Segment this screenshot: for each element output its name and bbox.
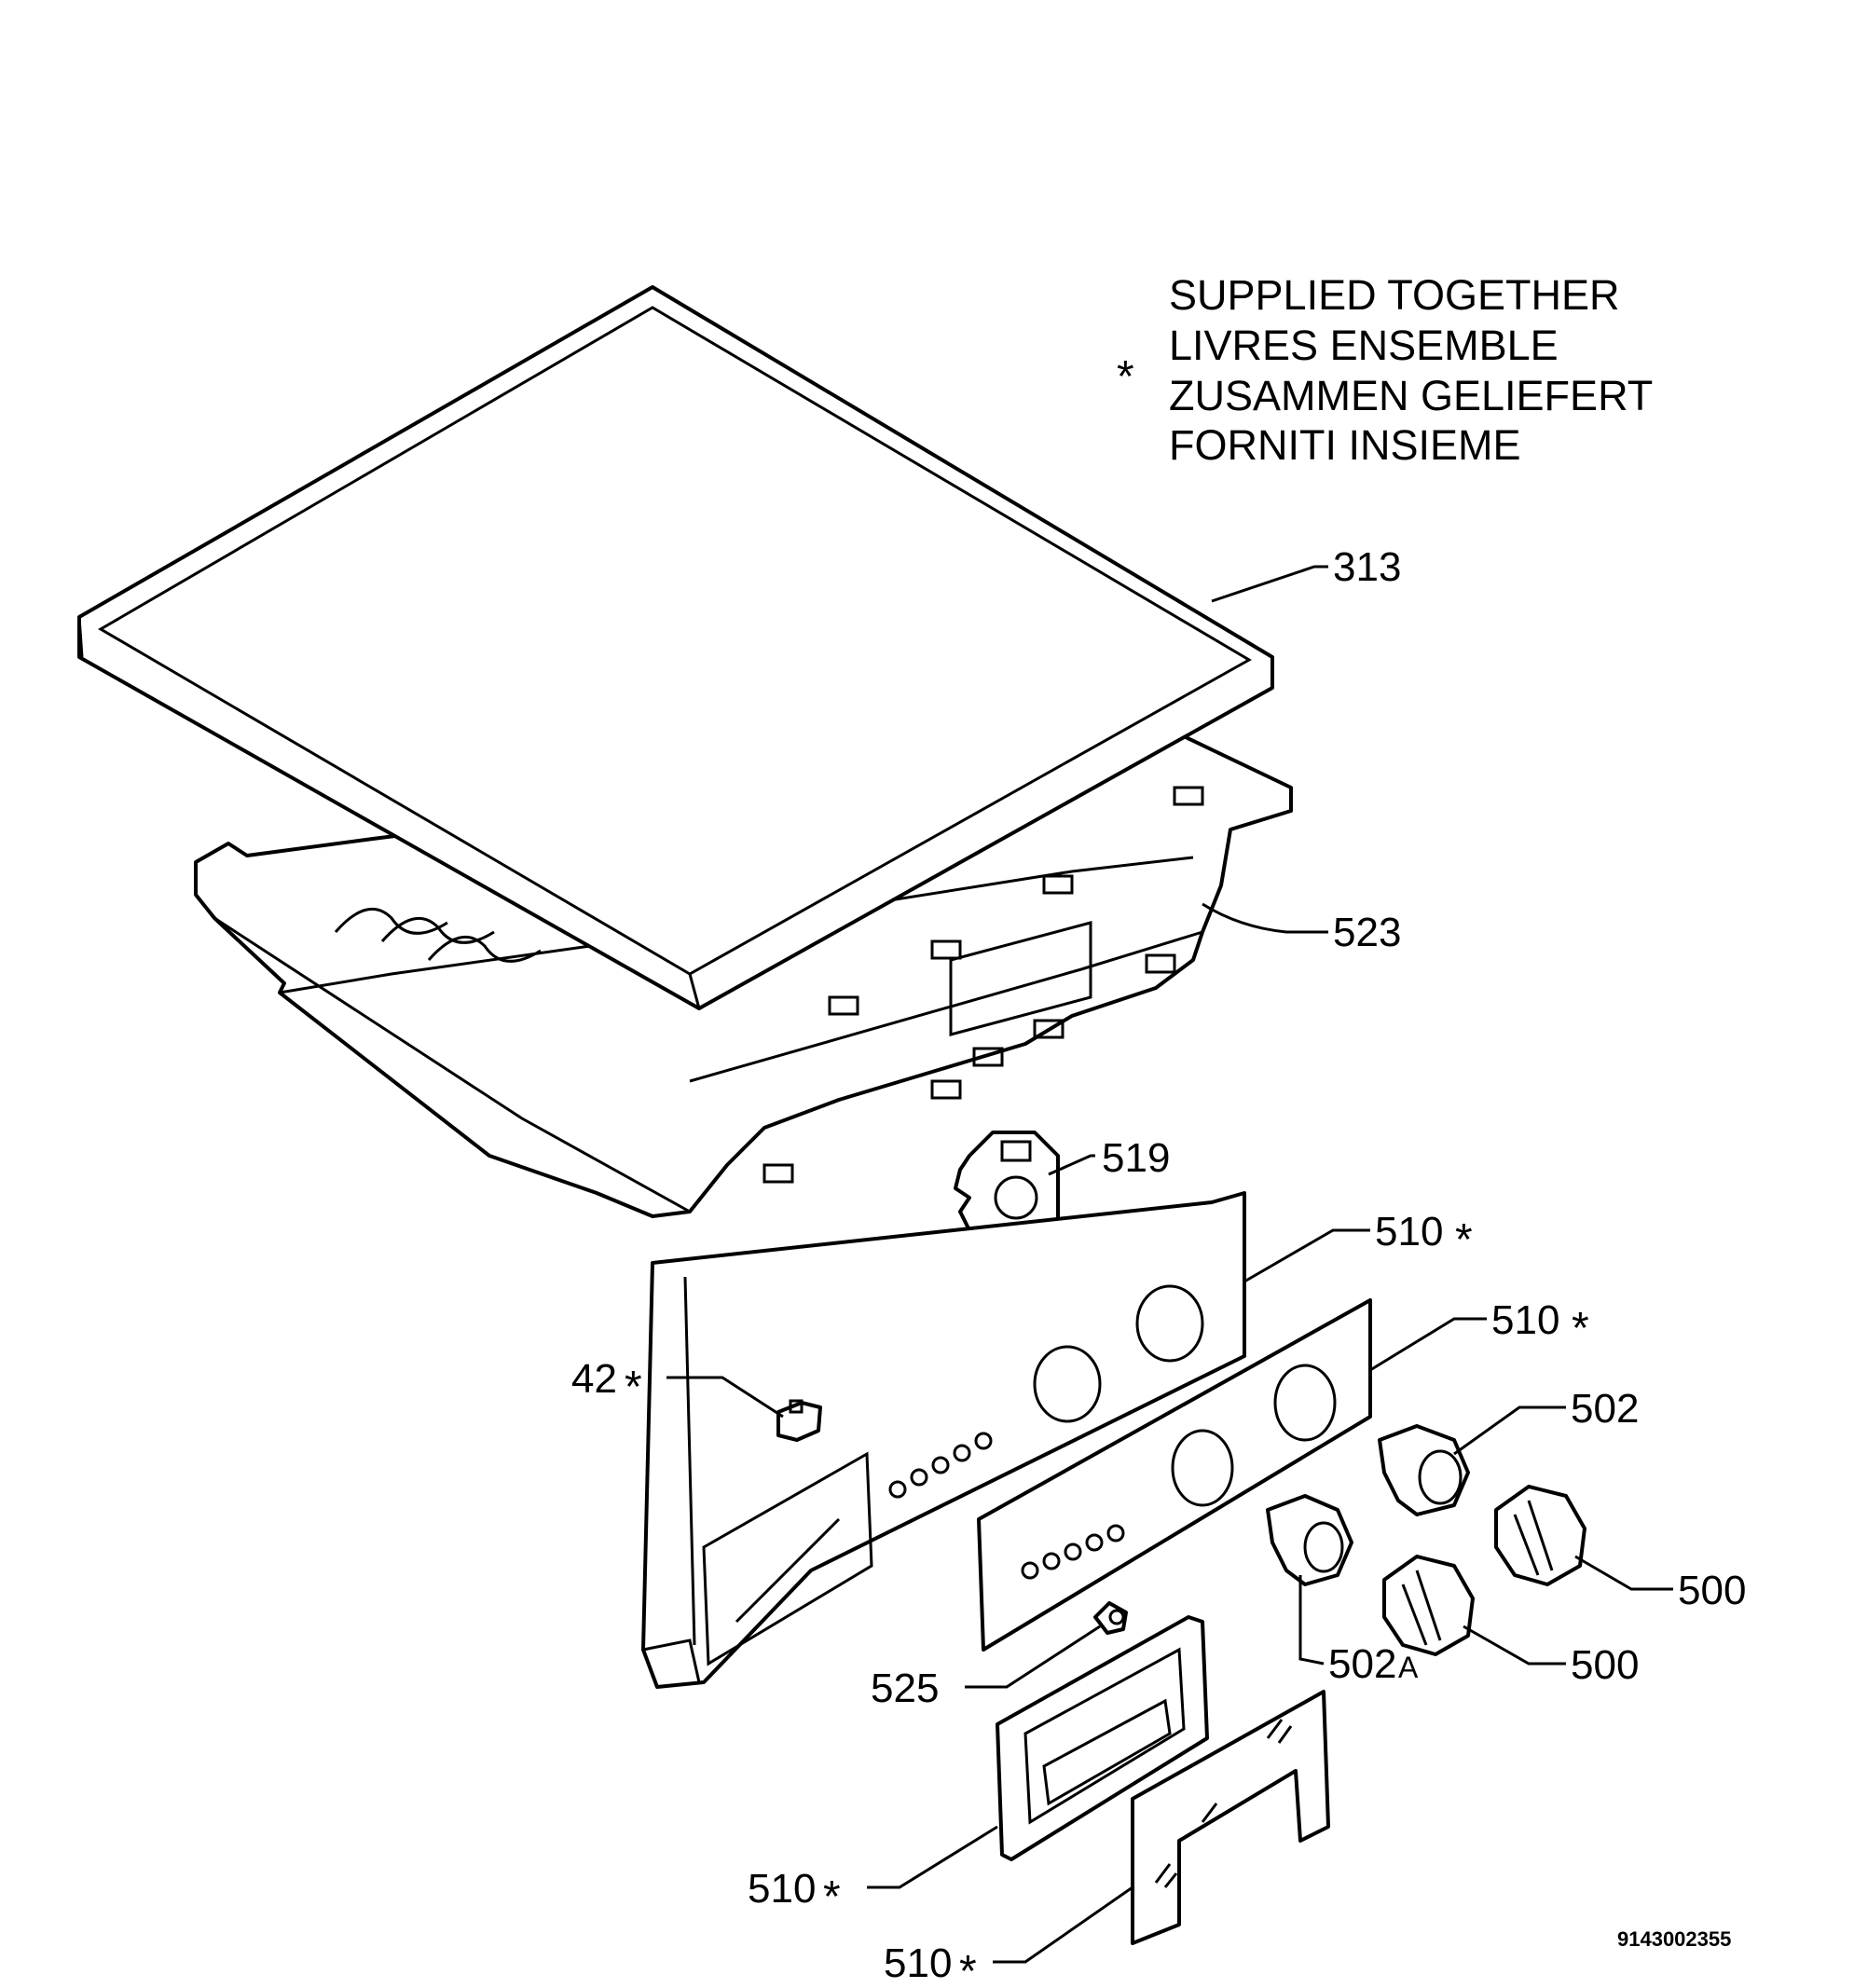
legend: * SUPPLIED TOGETHER LIVRES ENSEMBLE ZUSA… <box>1117 271 1653 469</box>
leader-523 <box>1202 902 1328 934</box>
leader-510-window <box>993 1885 1133 1964</box>
leader-502 <box>1453 1405 1566 1456</box>
panel-part-510-frame <box>996 1615 1209 1861</box>
asterisk-510-frame: * <box>823 1872 841 1922</box>
label-510-decal: 510 <box>1491 1297 1559 1343</box>
label-519: 519 <box>1102 1135 1170 1181</box>
label-42: 42 <box>571 1356 617 1402</box>
asterisk-510-main: * <box>1455 1215 1473 1265</box>
document-id: 9143002355 <box>1617 1927 1731 1951</box>
label-500-lower: 500 <box>1571 1642 1639 1688</box>
label-510-window: 510 <box>884 1940 952 1986</box>
leader-500-lower <box>1463 1625 1566 1666</box>
label-502a: 502 <box>1328 1641 1396 1687</box>
label-502a-suffix: A <box>1398 1651 1419 1684</box>
label-525: 525 <box>871 1666 939 1711</box>
legend-line-3: ZUSAMMEN GELIEFERT <box>1169 372 1653 419</box>
leader-510-main <box>1243 1228 1370 1283</box>
leader-510-decal <box>1369 1317 1487 1372</box>
leader-42 <box>666 1376 784 1419</box>
label-502: 502 <box>1571 1386 1639 1432</box>
legend-line-1: SUPPLIED TOGETHER <box>1169 271 1619 319</box>
legend-line-4: FORNITI INSIEME <box>1169 421 1521 469</box>
lid-part-313 <box>77 285 1274 1010</box>
label-523: 523 <box>1333 910 1401 955</box>
panel-part-510-window <box>1131 1690 1330 1945</box>
leader-500-upper <box>1574 1555 1673 1591</box>
leader-525 <box>965 1625 1101 1689</box>
leader-502a <box>1298 1575 1325 1666</box>
adaptor-part-502 <box>1378 1424 1470 1516</box>
label-510-frame: 510 <box>748 1866 816 1912</box>
label-313: 313 <box>1333 544 1401 590</box>
clip-part-42 <box>776 1399 822 1442</box>
label-510-main: 510 <box>1375 1209 1443 1254</box>
legend-asterisk: * <box>1117 352 1134 402</box>
panel-part-510-main <box>641 1191 1246 1689</box>
leader-313 <box>1211 565 1328 603</box>
pin-part-525 <box>1093 1601 1128 1635</box>
panel-part-510-decal <box>977 1298 1372 1652</box>
knob-part-500-upper <box>1494 1485 1586 1586</box>
knob-part-500-lower <box>1382 1555 1475 1656</box>
adaptor-part-502a <box>1266 1494 1353 1586</box>
leader-519 <box>1048 1154 1095 1176</box>
label-500-upper: 500 <box>1678 1568 1746 1613</box>
legend-line-2: LIVRES ENSEMBLE <box>1169 322 1559 369</box>
asterisk-510-decal: * <box>1572 1304 1589 1353</box>
leader-510-frame <box>867 1825 998 1889</box>
asterisk-42: * <box>625 1363 642 1412</box>
asterisk-510-window: * <box>959 1947 977 1988</box>
